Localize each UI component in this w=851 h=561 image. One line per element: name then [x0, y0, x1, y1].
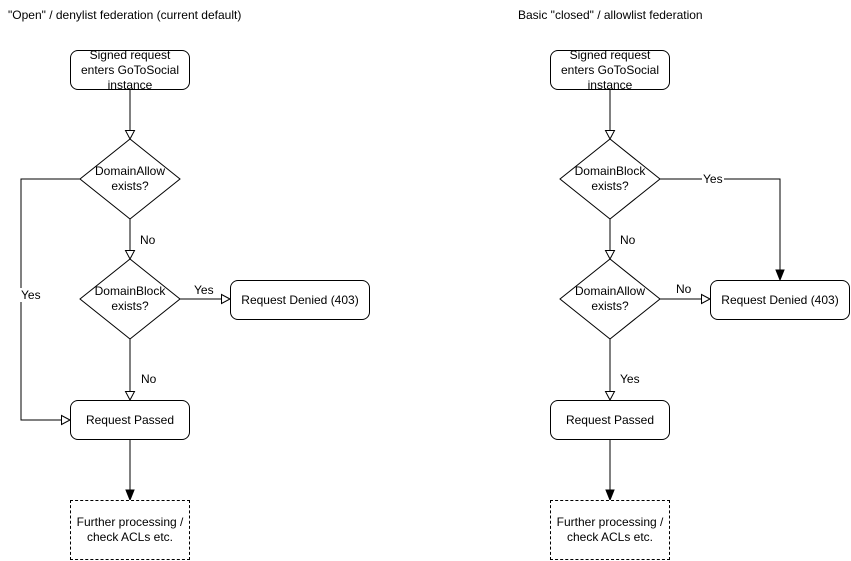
- edge-decision2-no-to-denied-right: [660, 293, 712, 305]
- arrowhead-open-icon: [221, 293, 232, 305]
- arrowhead-open-icon: [604, 130, 616, 141]
- arrowhead-open-icon: [604, 250, 616, 261]
- passed-node: Request Passed: [70, 400, 190, 440]
- decision1-label: DomainBlock exists?: [574, 164, 646, 193]
- decision2-diamond-left: [79, 258, 181, 340]
- edge-decision2-yes-to-denied-left: [180, 293, 232, 305]
- edge-label-yes: Yes: [193, 283, 215, 297]
- start-node: Signed request enters GoToSocial instanc…: [550, 48, 670, 92]
- edge-decision1-no-to-decision2-right: [604, 219, 616, 261]
- denied-node: Request Denied (403): [710, 280, 850, 320]
- decision1-diamond-left: [79, 138, 181, 220]
- chart-title: "Open" / denylist federation (current de…: [8, 8, 242, 22]
- arrowhead-solid-icon: [605, 489, 615, 502]
- decision1-label: DomainAllow exists?: [94, 164, 166, 193]
- edge-start-to-decision1-left: [124, 90, 136, 141]
- further-processing-node: Further processing / check ACLs etc.: [550, 500, 670, 560]
- decision2-label: DomainAllow exists?: [574, 284, 646, 313]
- arrowhead-open-icon: [124, 250, 136, 261]
- arrowhead-solid-icon: [125, 489, 135, 502]
- edge-decision1-yes-to-denied-right: [660, 178, 785, 282]
- arrowhead-open-icon: [124, 130, 136, 141]
- edge-label-yes: Yes: [702, 172, 724, 186]
- passed-node: Request Passed: [550, 400, 670, 440]
- edge-label-no: No: [139, 233, 157, 247]
- chart-title: Basic "closed" / allowlist federation: [518, 8, 703, 22]
- edge-passed-to-further-left: [125, 440, 135, 502]
- denied-node: Request Denied (403): [230, 280, 370, 320]
- edge-label-no: No: [140, 372, 158, 386]
- decision1-diamond-right: [559, 138, 661, 220]
- edge-label-no: No: [619, 233, 637, 247]
- decision2-label: DomainBlock exists?: [94, 284, 166, 313]
- arrowhead-open-icon: [61, 414, 72, 426]
- edge-start-to-decision1-right: [604, 90, 616, 141]
- start-node: Signed request enters GoToSocial instanc…: [70, 48, 190, 92]
- arrowhead-open-icon: [701, 293, 712, 305]
- further-processing-node: Further processing / check ACLs etc.: [70, 500, 190, 560]
- decision2-diamond-right: [559, 258, 661, 340]
- arrowhead-solid-icon: [775, 269, 785, 282]
- edge-decision1-no-to-decision2-left: [124, 219, 136, 261]
- edge-label-yes: Yes: [20, 288, 42, 302]
- edge-label-no: No: [675, 282, 693, 296]
- edge-decision2-no-to-passed-left: [124, 339, 136, 402]
- arrowhead-open-icon: [124, 391, 136, 402]
- edge-decision2-yes-to-passed-right: [604, 339, 616, 402]
- edge-passed-to-further-right: [605, 440, 615, 502]
- arrowhead-open-icon: [604, 391, 616, 402]
- edge-label-yes: Yes: [619, 372, 641, 386]
